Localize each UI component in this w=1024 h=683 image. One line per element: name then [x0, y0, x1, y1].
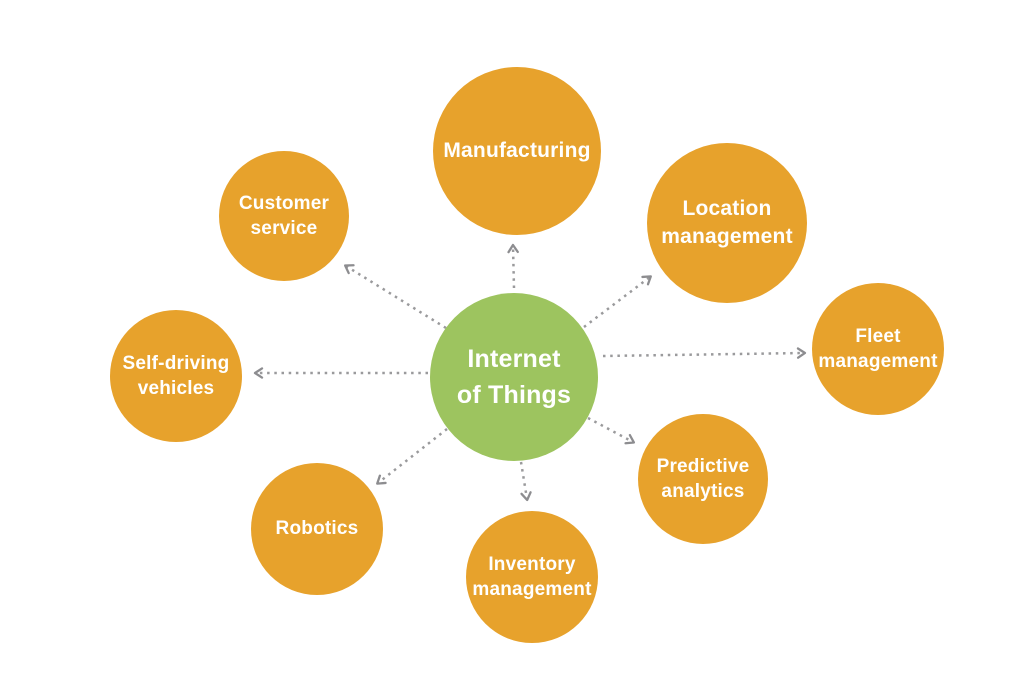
node-label-location-management: Location management: [661, 196, 793, 248]
hub-label: Internet of Things: [456, 344, 572, 409]
node-fleet-management: Fleet management: [812, 283, 944, 415]
node-label-fleet-management: Fleet management: [818, 325, 938, 372]
connector-customer-service: [344, 264, 447, 330]
node-inventory-management: Inventory management: [466, 511, 598, 643]
node-label-predictive-analytics: Predictive analytics: [656, 455, 750, 502]
node-customer-service: Customer service: [219, 151, 349, 281]
connector-predictive-analytics: [587, 416, 636, 445]
node-label-manufacturing: Manufacturing: [443, 138, 591, 162]
connector-fleet-management: [602, 347, 807, 359]
node-location-management: Location management: [647, 143, 807, 303]
node-self-driving-vehicles: Self-driving vehicles: [110, 310, 242, 442]
connector-robotics: [376, 428, 448, 485]
node-internet-of-things: Internet of Things: [430, 293, 598, 461]
node-manufacturing: Manufacturing: [433, 67, 601, 235]
connector-location-management: [583, 275, 652, 328]
node-label-robotics: Robotics: [275, 518, 359, 540]
node-robotics: Robotics: [251, 463, 383, 595]
connector-manufacturing: [507, 243, 519, 289]
node-label-customer-service: Customer service: [238, 192, 330, 239]
node-label-inventory-management: Inventory management: [472, 553, 592, 600]
connector-inventory-management: [519, 461, 532, 502]
node-label-self-driving-vehicles: Self-driving vehicles: [122, 352, 230, 399]
node-predictive-analytics: Predictive analytics: [638, 414, 768, 544]
